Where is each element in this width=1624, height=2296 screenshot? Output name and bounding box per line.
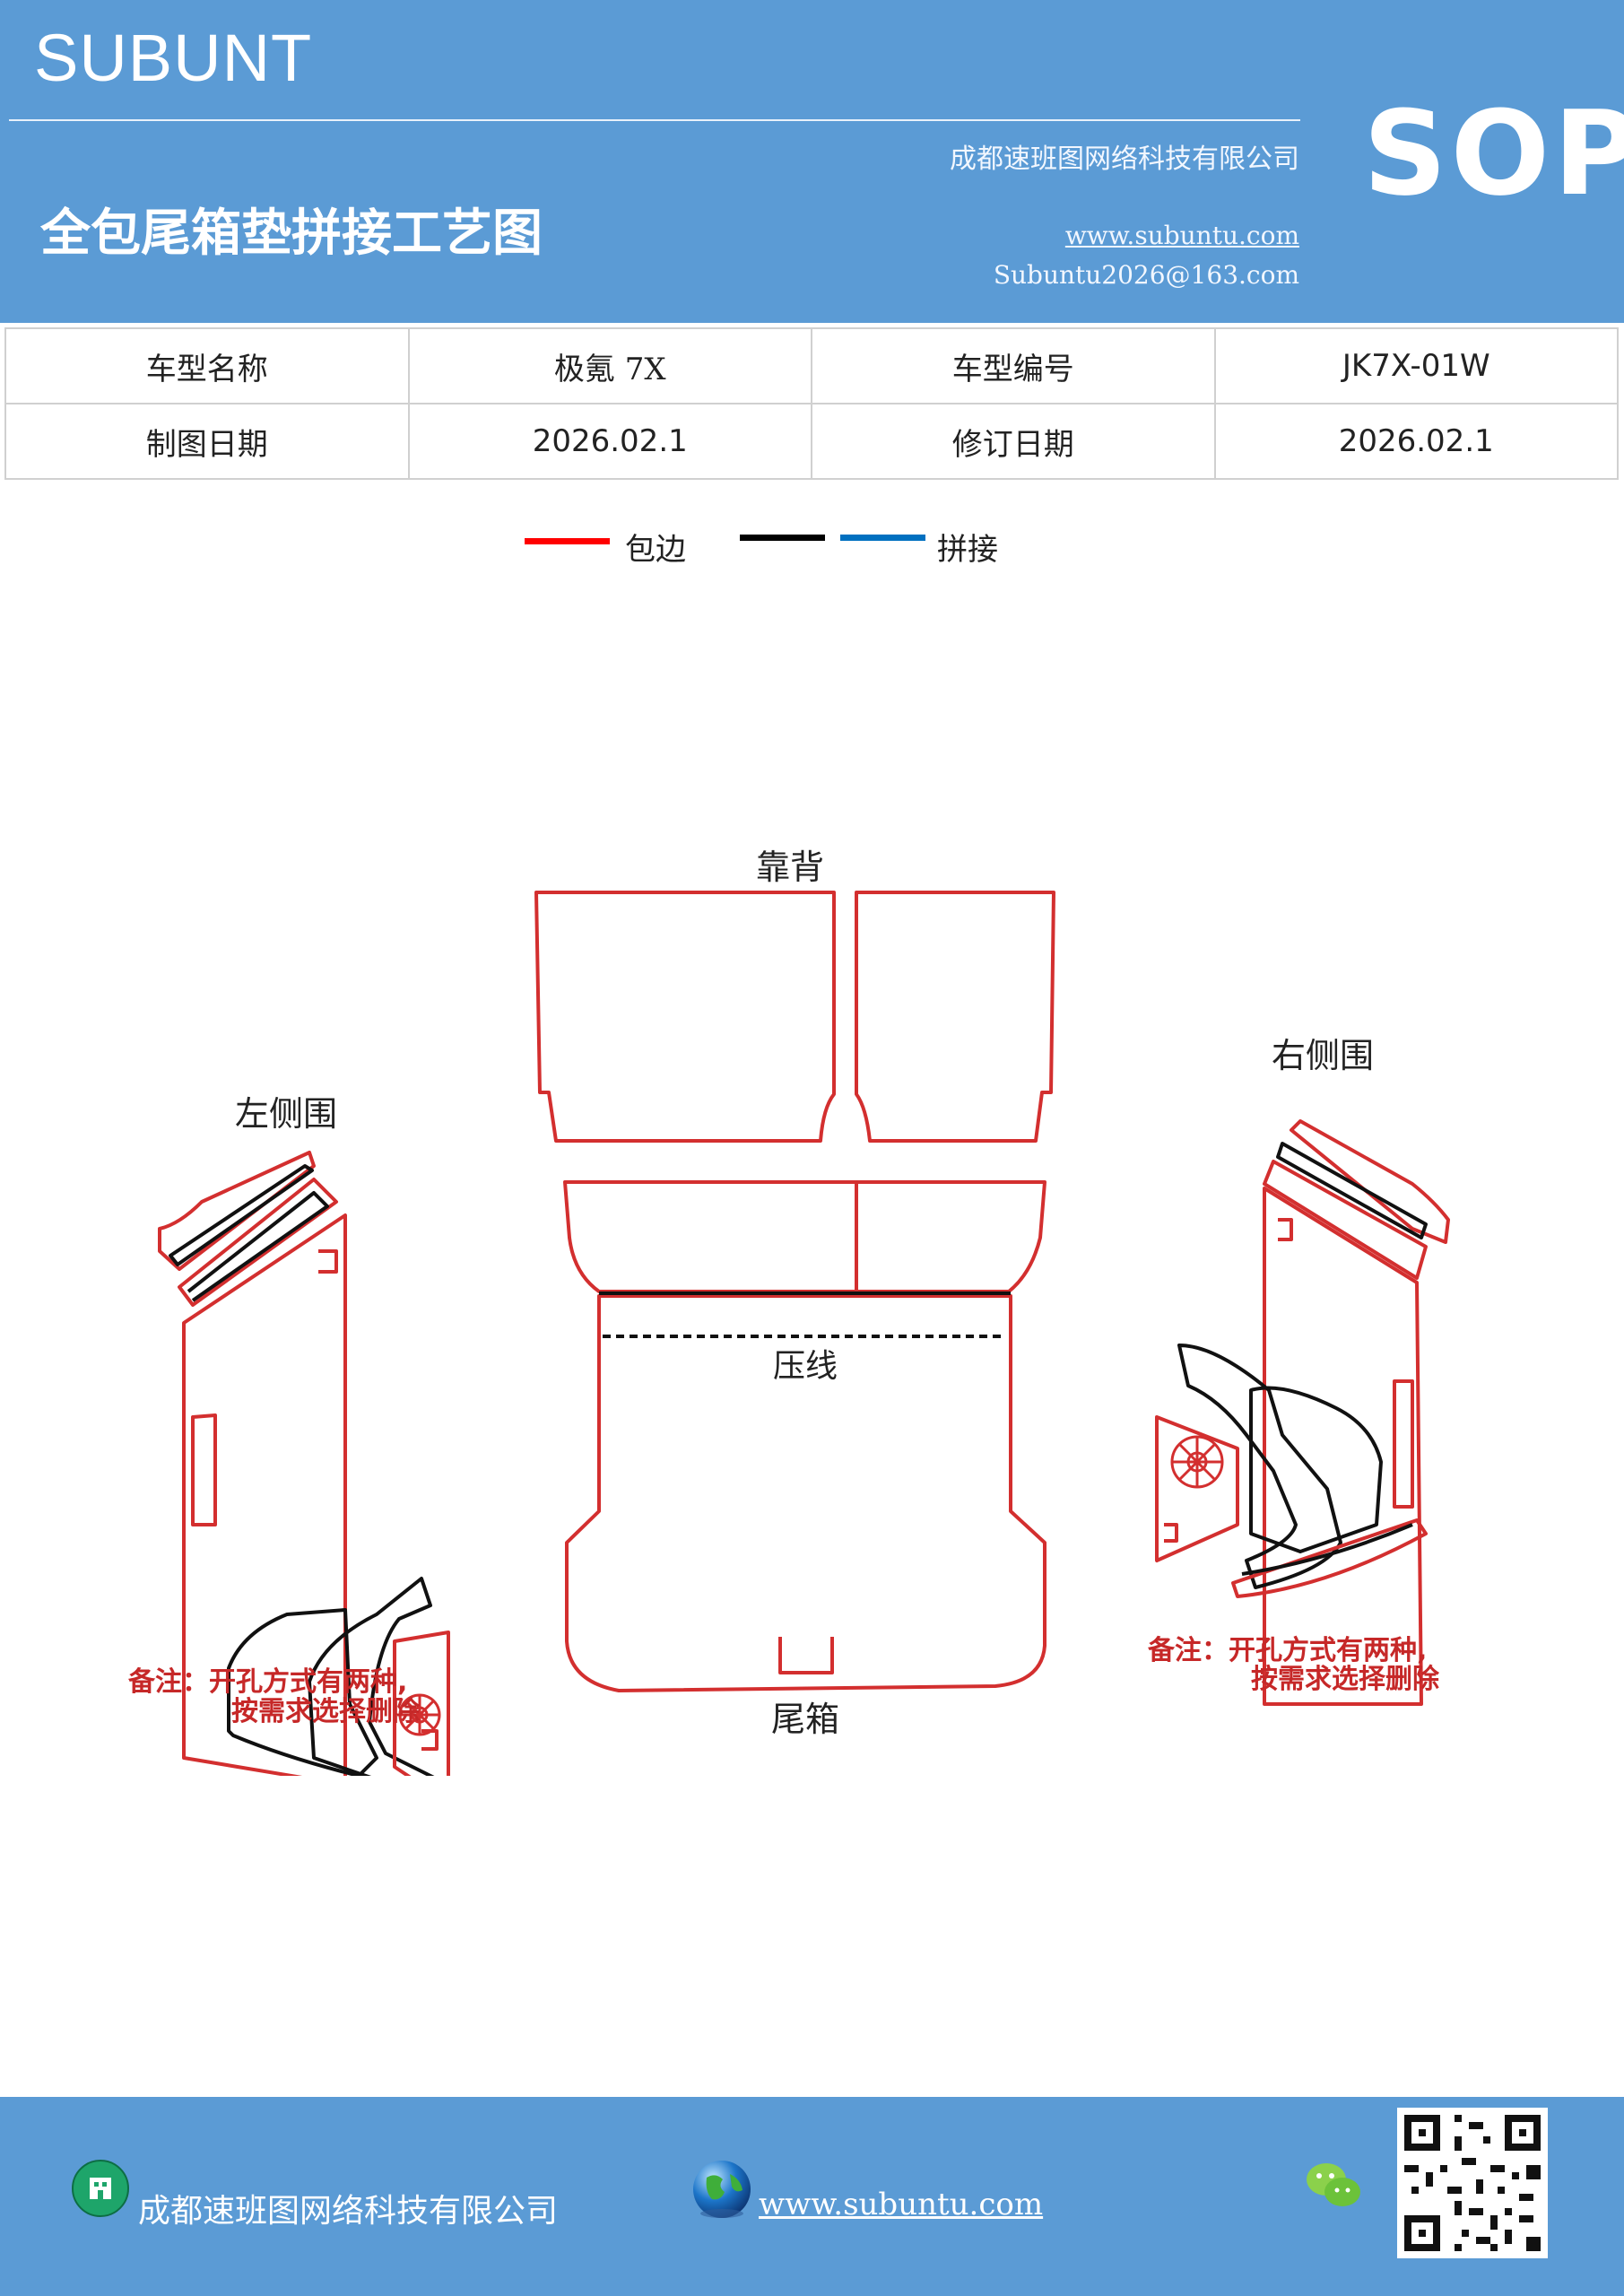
left-note-line-1: 备注：开孔方式有两种,: [128, 1666, 407, 1698]
document-title: 全包尾箱垫拼接工艺图: [40, 204, 543, 263]
trunk-upper-strip: [563, 1180, 1046, 1293]
footer-banner: 成都速班图网络科技有限公司 www.subuntu.com: [0, 2097, 1624, 2296]
legend-splice-swatch-blue: [840, 535, 925, 541]
sop-badge: SOP: [1363, 85, 1624, 222]
mat-pattern-drawing: 靠背 左侧围 右侧围 压线 尾箱 备注：开孔方式有两种, 按需求选择删除 备注：…: [128, 848, 1450, 1776]
table-row: 制图日期 2026.02.1 修订日期 2026.02.1: [4, 403, 1619, 480]
vehicle-info-table: 车型名称 极氪 7X 车型编号 JK7X-01W 制图日期 2026.02.1 …: [4, 327, 1619, 480]
wechat-icon[interactable]: [1305, 2160, 1364, 2213]
globe-icon: [693, 2161, 751, 2218]
model-name-value: 极氪 7X: [407, 327, 812, 404]
header-divider: [9, 119, 1300, 121]
footer-website-link[interactable]: www.subuntu.com: [759, 2187, 1044, 2222]
legend-edge-swatch: [525, 538, 610, 544]
right-note-line-1: 备注：开孔方式有两种,: [1148, 1635, 1427, 1666]
left-side-label: 左侧围: [235, 1094, 337, 1134]
trunk-label: 尾箱: [771, 1700, 839, 1739]
revision-date-label: 修订日期: [811, 403, 1216, 480]
trunk-floor-panel: [565, 1294, 1046, 1692]
right-side-panel: [1155, 1119, 1450, 1706]
model-name-label: 车型名称: [4, 327, 410, 404]
crease-label: 压线: [773, 1348, 838, 1385]
legend-splice-swatch-black: [740, 535, 825, 541]
legend-edge-label: 包边: [625, 532, 686, 568]
left-note-line-2: 按需求选择删除: [231, 1696, 421, 1727]
backrest-left-panel: [534, 891, 836, 1143]
right-hole-pattern: [1170, 1435, 1224, 1489]
left-hole-pattern: [398, 1693, 441, 1736]
company-building-icon: [72, 2160, 129, 2217]
table-row: 车型名称 极氪 7X 车型编号 JK7X-01W: [4, 327, 1619, 404]
legend-splice-label: 拼接: [937, 532, 998, 568]
legend: 包边 拼接: [0, 520, 1624, 574]
right-side-label: 右侧围: [1272, 1036, 1374, 1075]
drawing-date-label: 制图日期: [4, 403, 410, 480]
email-address: Subuntu2026@163.com: [993, 260, 1299, 290]
trunk-notch: [778, 1637, 834, 1674]
revision-date-value: 2026.02.1: [1213, 403, 1619, 480]
model-code-label: 车型编号: [811, 327, 1216, 404]
header-banner: SUBUNT 成都速班图网络科技有限公司 全包尾箱垫拼接工艺图 www.subu…: [0, 0, 1624, 323]
company-name: 成都速班图网络科技有限公司: [950, 144, 1299, 175]
footer-company: 成都速班图网络科技有限公司: [138, 2193, 559, 2230]
backrest-right-panel: [855, 891, 1055, 1143]
drawing-date-value: 2026.02.1: [407, 403, 812, 480]
backrest-label: 靠背: [756, 848, 824, 887]
model-code-value: JK7X-01W: [1213, 327, 1619, 404]
brand-name: SUBUNT: [34, 21, 313, 95]
website-link[interactable]: www.subuntu.com: [1064, 221, 1299, 250]
qr-code-icon: [1397, 2108, 1548, 2258]
right-note-line-2: 按需求选择删除: [1251, 1664, 1440, 1695]
